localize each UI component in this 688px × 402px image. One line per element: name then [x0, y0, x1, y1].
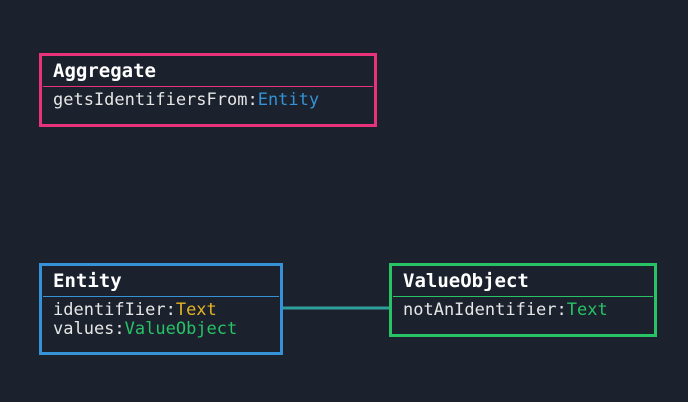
- field-type: ValueObject: [124, 319, 238, 339]
- field-name: notAnIdentifier:: [403, 300, 567, 320]
- field-name: getsIdentifiersFrom:: [53, 90, 258, 110]
- field-row: notAnIdentifier:Text: [403, 301, 643, 320]
- field-row: values:ValueObject: [53, 320, 269, 339]
- node-entity-title: Entity: [53, 270, 122, 292]
- field-name: identifIier:: [53, 300, 176, 320]
- node-valueobject-divider: [393, 296, 653, 297]
- node-valueobject-fields: notAnIdentifier:Text: [392, 297, 654, 320]
- field-row: getsIdentifiersFrom:Entity: [53, 91, 363, 110]
- node-valueobject-title: ValueObject: [403, 270, 529, 292]
- field-type: Entity: [257, 90, 320, 110]
- node-entity[interactable]: Entity identifIier:Text values:ValueObje…: [39, 263, 283, 355]
- field-type: Text: [175, 300, 217, 320]
- node-aggregate[interactable]: Aggregate getsIdentifiersFrom:Entity: [39, 53, 377, 127]
- node-valueobject[interactable]: ValueObject notAnIdentifier:Text: [389, 263, 657, 337]
- node-entity-fields: identifIier:Text values:ValueObject: [42, 297, 280, 339]
- field-row: identifIier:Text: [53, 301, 269, 320]
- field-type: Text: [566, 300, 608, 320]
- node-entity-divider: [43, 296, 279, 297]
- node-aggregate-fields: getsIdentifiersFrom:Entity: [42, 87, 374, 110]
- field-name: values:: [53, 319, 125, 339]
- node-aggregate-title: Aggregate: [53, 60, 156, 82]
- node-aggregate-divider: [43, 86, 373, 87]
